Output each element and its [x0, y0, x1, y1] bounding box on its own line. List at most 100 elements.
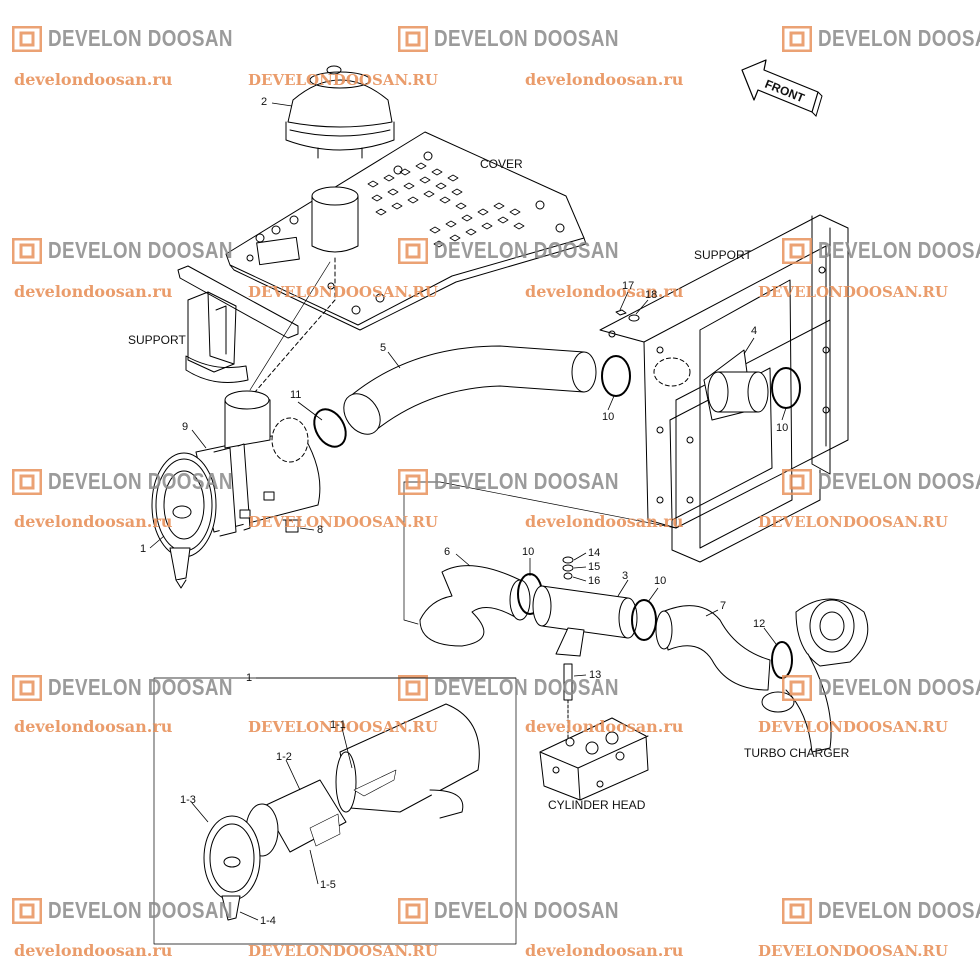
watermark-url: develondoosan.ru	[14, 717, 173, 736]
watermark-brand: DEVELON DOOSAN	[434, 237, 619, 263]
stud-13-nut-14-16	[562, 556, 574, 741]
callout-13: 13	[589, 669, 602, 681]
cylinder-head	[539, 717, 649, 801]
cover-plate	[225, 131, 587, 331]
watermark-url: DEVELONDOOSAN.RU	[758, 718, 948, 736]
watermark-brand: DEVELON DOOSAN	[818, 25, 980, 51]
caption-cylinder-head: CYLINDER HEAD	[548, 798, 646, 812]
watermark-brand: DEVELON DOOSAN	[48, 25, 233, 51]
callout-10-d: 10	[654, 575, 667, 587]
pre-cleaner-cap	[285, 65, 395, 159]
callout-7: 7	[720, 600, 727, 612]
clamp-10-d	[631, 599, 657, 641]
watermark-brand: DEVELON DOOSAN	[48, 237, 233, 263]
outlet-adapter	[703, 349, 769, 421]
watermark-brand: DEVELON DOOSAN	[434, 468, 619, 494]
watermark-logo: DEVELON DOOSAN	[782, 468, 980, 495]
watermark-brand: DEVELON DOOSAN	[818, 468, 980, 494]
watermark-brand: DEVELON DOOSAN	[818, 674, 980, 700]
develon-logo-icon	[398, 674, 428, 701]
watermark-url: DEVELONDOOSAN.RU	[248, 283, 438, 301]
watermark-url: develondoosan.ru	[525, 941, 684, 960]
watermark-url: develondoosan.ru	[14, 282, 173, 301]
watermark-brand: DEVELON DOOSAN	[818, 897, 980, 923]
develon-logo-icon	[398, 25, 428, 52]
develon-logo-icon	[782, 237, 812, 264]
watermark-url: develondoosan.ru	[525, 717, 684, 736]
callout-14: 14	[588, 547, 601, 559]
bolt-17-washer-18	[615, 309, 640, 322]
inlet-pipe	[311, 186, 359, 253]
develon-logo-icon	[12, 468, 42, 495]
callout-2: 2	[261, 96, 268, 108]
callout-1: 1	[140, 543, 147, 555]
watermark-logo: DEVELON DOOSAN	[12, 468, 274, 495]
watermark-url: DEVELONDOOSAN.RU	[758, 942, 948, 960]
develon-logo-icon	[12, 25, 42, 52]
develon-logo-icon	[782, 468, 812, 495]
turbo-charger	[761, 598, 869, 753]
watermark-url: develondoosan.ru	[14, 941, 173, 960]
watermark-logo: DEVELON DOOSAN	[398, 25, 660, 52]
air-cleaner-housing-1-1	[335, 703, 480, 819]
callout-1-2: 1-2	[276, 751, 292, 763]
hose-7	[655, 605, 771, 691]
caption-turbo-charger: TURBO CHARGER	[744, 746, 850, 760]
callout-8: 8	[317, 524, 324, 536]
watermark-logo: DEVELON DOOSAN	[398, 897, 660, 924]
watermark-logo: DEVELON DOOSAN	[12, 897, 274, 924]
callout-12: 12	[753, 618, 766, 630]
callout-18: 18	[645, 289, 658, 301]
watermark-url: DEVELONDOOSAN.RU	[248, 942, 438, 960]
watermark-url: DEVELONDOOSAN.RU	[758, 283, 948, 301]
watermark-logo: DEVELON DOOSAN	[12, 237, 274, 264]
watermark-url: DEVELONDOOSAN.RU	[248, 718, 438, 736]
watermark-brand: DEVELON DOOSAN	[434, 897, 619, 923]
develon-logo-icon	[782, 25, 812, 52]
front-arrow-icon	[741, 59, 823, 117]
intake-hose	[343, 345, 597, 435]
callout-1-3: 1-3	[180, 794, 196, 806]
callout-10-c: 10	[522, 546, 535, 558]
callout-16: 16	[588, 575, 601, 587]
callout-10-a: 10	[602, 411, 615, 423]
caption-support-right: SUPPORT	[694, 248, 752, 262]
watermark-logo: DEVELON DOOSAN	[782, 25, 980, 52]
callout-15: 15	[588, 561, 601, 573]
callout-10-b: 10	[776, 422, 789, 434]
callout-4: 4	[751, 325, 758, 337]
watermark-url: develondoosan.ru	[525, 512, 684, 531]
watermark-url: develondoosan.ru	[525, 70, 684, 89]
callout-1-detail: 1	[246, 672, 253, 684]
caption-cover: COVER	[480, 157, 523, 171]
watermark-url: DEVELONDOOSAN.RU	[758, 513, 948, 531]
callout-3: 3	[622, 570, 629, 582]
watermark-brand: DEVELON DOOSAN	[48, 468, 233, 494]
watermark-logo: DEVELON DOOSAN	[782, 674, 980, 701]
watermark-logo: DEVELON DOOSAN	[12, 674, 274, 701]
watermark-logo: DEVELON DOOSAN	[782, 897, 980, 924]
elbow-hose-6	[419, 565, 531, 647]
cover-perforations	[367, 162, 525, 248]
watermark-brand: DEVELON DOOSAN	[434, 25, 619, 51]
caption-support-left: SUPPORT	[128, 333, 186, 347]
support-frame-right	[599, 214, 849, 563]
watermark-url: develondoosan.ru	[14, 70, 173, 89]
callout-5: 5	[380, 342, 387, 354]
watermark-url: develondoosan.ru	[525, 282, 684, 301]
callout-1-1: 1-1	[330, 719, 346, 731]
develon-logo-icon	[12, 674, 42, 701]
watermark-url: DEVELONDOOSAN.RU	[248, 71, 438, 89]
watermark-brand: DEVELON DOOSAN	[48, 674, 233, 700]
callout-1-5: 1-5	[320, 879, 336, 891]
develon-logo-icon	[398, 897, 428, 924]
watermark-brand: DEVELON DOOSAN	[818, 237, 980, 263]
watermark-url: develondoosan.ru	[14, 512, 173, 531]
cover-assembly-1-3	[203, 815, 261, 921]
support-bracket-left	[177, 265, 299, 383]
watermark-logo: DEVELON DOOSAN	[12, 25, 274, 52]
watermark-brand: DEVELON DOOSAN	[48, 897, 233, 923]
develon-logo-icon	[398, 237, 428, 264]
watermark-logo: DEVELON DOOSAN	[398, 468, 660, 495]
